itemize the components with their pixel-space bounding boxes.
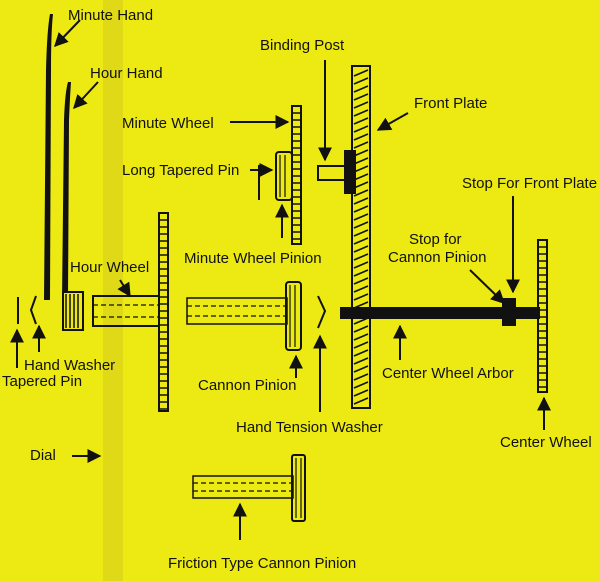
label-minute-hand: Minute Hand [68,7,153,24]
hand-washer-part [17,295,37,325]
plate-hatch [353,213,369,221]
binding-post-part [317,150,356,194]
label-binding-post: Binding Post [260,37,345,54]
plate-hatch [353,197,369,205]
label-long-tapered-pin: Long Tapered Pin [122,162,239,179]
label-cannon-pinion: Cannon Pinion [198,377,296,394]
plate-hatch [353,93,369,101]
plate-hatch [353,189,369,197]
plate-hatch [353,365,369,373]
plate-hatch [353,165,369,173]
plate-hatch [353,149,369,157]
hour-hand-hub [62,291,84,331]
minute-hand-part [44,14,53,300]
label-dial: Dial [30,447,56,464]
plate-hatch [353,181,369,189]
label-center-wheel-arbor: Center Wheel Arbor [382,365,514,382]
plate-hatch [353,285,369,293]
cannon-pinion-part [186,281,302,351]
plate-hatch [353,245,369,253]
plate-hatch [353,133,369,141]
label-hand-washer: Hand Washer [24,357,115,374]
label-friction-cannon-pinion: Friction Type Cannon Pinion [168,555,356,572]
plate-hatch [353,205,369,213]
label-hour-hand: Hour Hand [90,65,163,82]
friction-cannon-pinion-part [192,454,306,522]
center-wheel-arbor-part [340,298,540,326]
plate-hatch [353,341,369,349]
label-hour-wheel: Hour Wheel [70,259,149,276]
plate-hatch [353,277,369,285]
plate-hatch [353,333,369,341]
plate-hatch [353,381,369,389]
label-tapered-pin: Tapered Pin [2,373,82,390]
hand-tension-washer-part [317,295,327,329]
plate-hatch [353,293,369,301]
dial-band [103,0,123,581]
front-plate-part [351,65,371,409]
hour-hand-part [62,82,71,300]
label-minute-wheel: Minute Wheel [122,115,214,132]
leader-arrows [10,19,551,540]
plate-hatch [353,349,369,357]
plate-hatch [353,389,369,397]
plate-hatch [353,109,369,117]
plate-hatch [353,85,369,93]
plate-hatch [353,117,369,125]
plate-hatch [353,221,369,229]
plate-hatch [353,77,369,85]
plate-hatch [353,325,369,333]
plate-hatch [353,101,369,109]
plate-hatch [353,357,369,365]
label-stop-front-plate: Stop For Front Plate [462,175,597,192]
plate-hatch [353,157,369,165]
plate-hatch [353,173,369,181]
label-stop-cannon-pinion-line1: Stop for [409,231,462,248]
label-stop-cannon-pinion-line2: Cannon Pinion [388,249,486,266]
center-wheel-part [537,239,548,393]
plate-hatch [353,373,369,381]
plate-hatch [353,269,369,277]
label-center-wheel: Center Wheel [500,434,592,451]
plate-hatch [353,261,369,269]
plate-hatch [353,253,369,261]
plate-hatch [353,125,369,133]
label-front-plate: Front Plate [414,95,487,112]
plate-hatch [353,69,369,77]
label-minute-wheel-pinion: Minute Wheel Pinion [184,250,322,267]
plate-hatch [353,141,369,149]
plate-hatch [353,229,369,237]
minute-wheel-part [258,105,302,245]
label-hand-tension-washer: Hand Tension Washer [236,419,383,436]
plate-hatch [353,397,369,405]
plate-hatch [353,237,369,245]
